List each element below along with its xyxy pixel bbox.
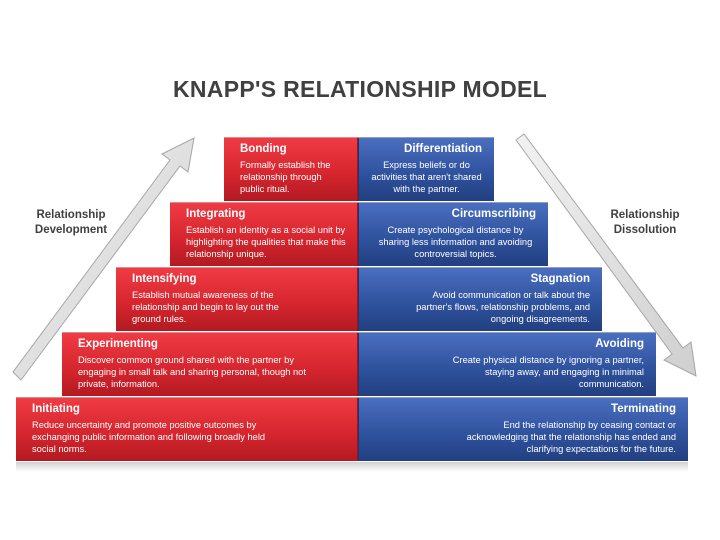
arrow-down-right-icon [515, 133, 697, 377]
relationship-development-label: Relationship Development [16, 208, 126, 238]
stage-description: End the relationship by ceasing contact … [466, 420, 676, 455]
stage-title: Avoiding [595, 338, 644, 350]
arrow-up-right-icon [12, 137, 195, 381]
stage-title: Stagnation [530, 273, 590, 285]
step-intensifying: Intensifying Establish mutual awareness … [116, 267, 358, 331]
step-experimenting: Experimenting Discover common ground sha… [62, 332, 358, 396]
stage-description: Create psychological distance by sharing… [378, 225, 533, 260]
step-integrating: Integrating Establish an identity as a s… [170, 202, 358, 266]
stage-title: Experimenting [78, 338, 158, 350]
dissolution-label-line-2: Dissolution [613, 224, 677, 236]
step-stagnation: Stagnation Avoid communication or talk a… [358, 267, 602, 331]
stage-description: Avoid communication or talk about the pa… [416, 290, 590, 325]
stage-title: Initiating [32, 403, 80, 415]
relationship-dissolution-label: Relationship Dissolution [590, 208, 700, 238]
step-differentiation: Differentiation Express beliefs or do ac… [358, 137, 494, 201]
stage-description: Express beliefs or do activities that ar… [371, 160, 482, 195]
stage-title: Terminating [611, 403, 676, 415]
pyramid-shadow [16, 462, 688, 472]
stage-title: Differentiation [404, 143, 482, 155]
stage-description: Formally establish the relationship thro… [240, 160, 331, 195]
development-label-line-1: Relationship [36, 209, 106, 221]
step-circumscribing: Circumscribing Create psychological dist… [358, 202, 548, 266]
step-avoiding: Avoiding Create physical distance by ign… [358, 332, 656, 396]
stage-title: Integrating [186, 208, 246, 220]
stage-title: Bonding [240, 143, 287, 155]
stage-title: Circumscribing [451, 208, 536, 220]
step-terminating: Terminating End the relationship by ceas… [358, 397, 688, 461]
stage-description: Establish an identity as a social unit b… [186, 225, 346, 260]
step-bonding: Bonding Formally establish the relations… [224, 137, 358, 201]
dissolution-label-line-1: Relationship [610, 209, 680, 221]
stage-description: Establish mutual awareness of the relati… [132, 290, 279, 325]
stage-description: Reduce uncertainty and promote positive … [32, 420, 266, 455]
stage-description: Discover common ground shared with the p… [78, 355, 306, 390]
stage-description: Create physical distance by ignoring a p… [452, 355, 644, 390]
development-label-line-2: Development [34, 224, 108, 236]
stage-title: Intensifying [132, 273, 197, 285]
step-initiating: Initiating Reduce uncertainty and promot… [16, 397, 358, 461]
page-title: KNAPP'S RELATIONSHIP MODEL [172, 76, 548, 102]
